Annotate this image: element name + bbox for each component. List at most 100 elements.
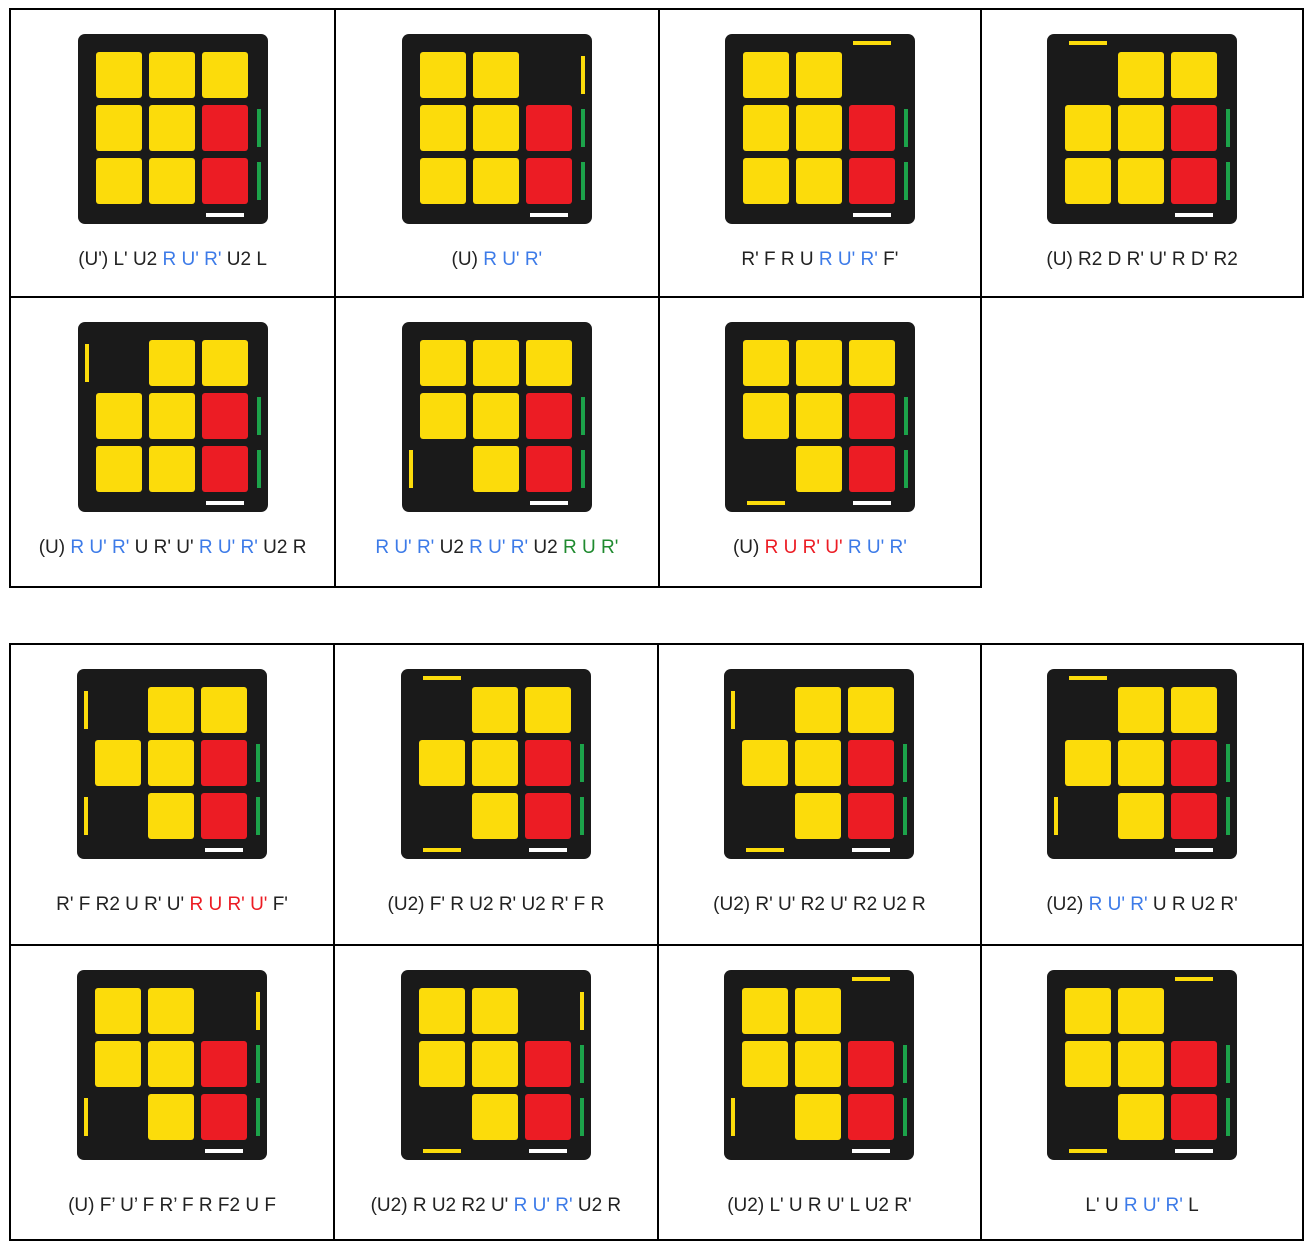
sticker-yellow — [1118, 793, 1164, 839]
algorithm-case-cell: (U) R U R' U' R U' R' — [659, 297, 982, 587]
sticker-yellow — [796, 105, 842, 151]
sticker-yellow — [473, 158, 519, 204]
algorithm-segment: R' F R2 U R' U' — [56, 894, 189, 915]
sticker-yellow — [526, 340, 572, 386]
algorithm-segment: U2 — [528, 537, 563, 558]
cube-diagram — [77, 669, 267, 859]
sticker-yellow — [148, 793, 194, 839]
side-indicator-right — [257, 450, 261, 488]
side-indicator-right — [903, 797, 907, 835]
side-indicator-right — [581, 109, 585, 147]
sticker-red — [525, 1041, 571, 1087]
side-indicator-top — [852, 977, 890, 981]
sticker-yellow — [795, 740, 841, 786]
sticker-yellow — [1118, 158, 1164, 204]
algorithm-case-cell: (U) R U' R' U R' U' R U' R' U2 R — [10, 297, 335, 587]
cube-diagram — [724, 970, 914, 1160]
sticker-yellow — [472, 740, 518, 786]
sticker-yellow — [420, 393, 466, 439]
algorithm-segment: (U) — [452, 249, 484, 270]
algorithm-segment: R U' R' — [848, 537, 907, 558]
algorithm-segment: (U) — [39, 537, 71, 558]
algorithm-case-cell: (U) F’ U’ F R’ F R F2 U F — [10, 945, 334, 1240]
sticker-red — [848, 1041, 894, 1087]
sticker-red — [201, 1041, 247, 1087]
side-indicator-bottom — [747, 501, 785, 505]
algorithm-segment: (U2) L' U R U' L U2 R' — [727, 1195, 911, 1216]
algorithm-case-cell: (U2) R U2 R2 U' R U' R' U2 R — [334, 945, 658, 1240]
sticker-red — [1171, 740, 1217, 786]
sticker-yellow — [201, 687, 247, 733]
sticker-red — [1171, 158, 1217, 204]
algorithm-notation: (U) R2 D R' U' R D' R2 — [982, 249, 1302, 271]
sticker-red — [202, 393, 248, 439]
algorithm-segment: U2 L — [222, 249, 267, 270]
algorithm-notation: (U) R U' R' U R' U' R U' R' U2 R — [11, 537, 334, 559]
side-indicator-left — [1054, 797, 1058, 835]
sticker-red — [848, 1094, 894, 1140]
algorithm-segment: (U2) R U2 R2 U' — [371, 1195, 514, 1216]
algorithm-case-cell: (U2) F' R U2 R' U2 R' F R — [334, 644, 658, 945]
algorithm-case-cell: R U' R' U2 R U' R' U2 R U R' — [335, 297, 658, 587]
side-indicator-left — [731, 691, 735, 729]
algorithm-segment: R U' R' — [483, 249, 542, 270]
side-indicator-left — [409, 450, 413, 488]
side-indicator-right — [257, 109, 261, 147]
algorithm-segment: U2 R — [573, 1195, 622, 1216]
sticker-yellow — [420, 105, 466, 151]
cube-diagram — [724, 669, 914, 859]
side-indicator-right — [256, 992, 260, 1030]
sticker-red — [849, 446, 895, 492]
cube-diagram — [1047, 669, 1237, 859]
cube-diagram — [78, 322, 268, 512]
algorithm-segment: R' F R U — [741, 249, 819, 270]
sticker-yellow — [1171, 52, 1217, 98]
sticker-yellow — [149, 105, 195, 151]
sticker-red — [525, 793, 571, 839]
sticker-red — [525, 740, 571, 786]
side-indicator-bottom — [1069, 1149, 1107, 1153]
side-indicator-right — [256, 797, 260, 835]
sticker-red — [202, 446, 248, 492]
cube-diagram — [725, 322, 915, 512]
sticker-yellow — [149, 158, 195, 204]
algorithm-notation: (U2) R' U' R2 U' R2 U2 R — [659, 894, 980, 916]
algorithm-notation: (U2) L' U R U' L U2 R' — [659, 1195, 980, 1217]
side-indicator-top — [1175, 977, 1213, 981]
sticker-yellow — [148, 1041, 194, 1087]
sticker-yellow — [1065, 105, 1111, 151]
algorithm-segment: R U R' U' — [765, 537, 843, 558]
sticker-yellow — [96, 105, 142, 151]
algorithm-case-cell: (U) R2 D R' U' R D' R2 — [981, 9, 1303, 297]
sticker-red — [1171, 1094, 1217, 1140]
algorithm-segment: R U R' — [563, 537, 618, 558]
algorithm-segment: U R U2 R' — [1148, 894, 1238, 915]
sticker-yellow — [419, 988, 465, 1034]
sticker-red — [1171, 793, 1217, 839]
algorithm-notation: (U2) R U' R' U R U2 R' — [982, 894, 1302, 916]
side-indicator-right — [256, 1045, 260, 1083]
side-indicator-right — [257, 162, 261, 200]
side-indicator-right — [580, 992, 584, 1030]
sticker-yellow — [743, 105, 789, 151]
sticker-yellow — [1118, 52, 1164, 98]
side-indicator-bottom — [529, 848, 567, 852]
sticker-yellow — [149, 340, 195, 386]
sticker-yellow — [742, 988, 788, 1034]
algorithm-notation: (U) R U R' U' R U' R' — [660, 537, 981, 559]
sticker-yellow — [148, 740, 194, 786]
side-indicator-bottom — [205, 848, 243, 852]
sticker-yellow — [473, 446, 519, 492]
side-indicator-bottom — [852, 1149, 890, 1153]
cube-diagram — [402, 322, 592, 512]
side-indicator-bottom — [1175, 848, 1213, 852]
side-indicator-bottom — [423, 1149, 461, 1153]
algorithm-notation: R U' R' U2 R U' R' U2 R U R' — [336, 537, 657, 559]
algorithm-case-cell: (U2) R U' R' U R U2 R' — [981, 644, 1303, 945]
cube-diagram — [401, 669, 591, 859]
sticker-red — [849, 158, 895, 204]
sticker-yellow — [473, 105, 519, 151]
algorithm-segment: R U' R' — [163, 249, 222, 270]
side-indicator-right — [581, 162, 585, 200]
sticker-red — [848, 793, 894, 839]
